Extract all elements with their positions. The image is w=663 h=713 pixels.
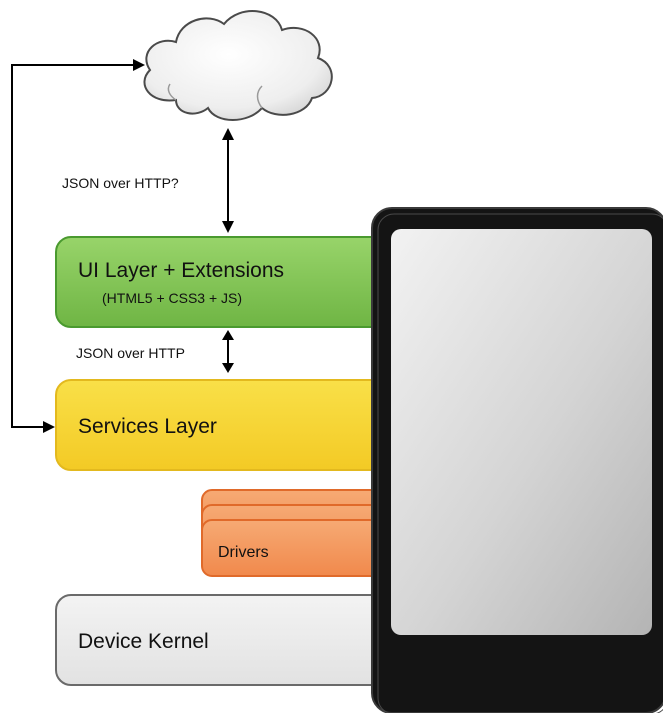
cloud-ui-label: JSON over HTTP? [62,175,179,191]
cloud-ui-arrow [222,128,234,233]
ui-services-label: JSON over HTTP [76,345,185,361]
ui-services-arrow [222,330,234,373]
kernel-layer-title: Device Kernel [78,630,209,653]
mobile-device [371,207,663,713]
arrow-down-icon [222,221,234,233]
ui-layer-subtitle: (HTML5 + CSS3 + JS) [102,290,242,306]
drivers-title: Drivers [218,544,269,561]
services-cloud-connector [11,59,145,433]
drivers-stack [201,489,392,577]
arrow-up-icon [222,330,234,340]
arrow-right-icon [43,421,55,433]
ui-layer-title: UI Layer + Extensions [78,259,284,282]
services-layer-title: Services Layer [78,415,217,438]
cloud-icon [143,10,333,121]
ui-layer-box [55,236,392,328]
device-screen [391,229,652,635]
arrow-up-icon [222,128,234,140]
arrow-right-icon [133,59,145,71]
arrow-down-icon [222,363,234,373]
